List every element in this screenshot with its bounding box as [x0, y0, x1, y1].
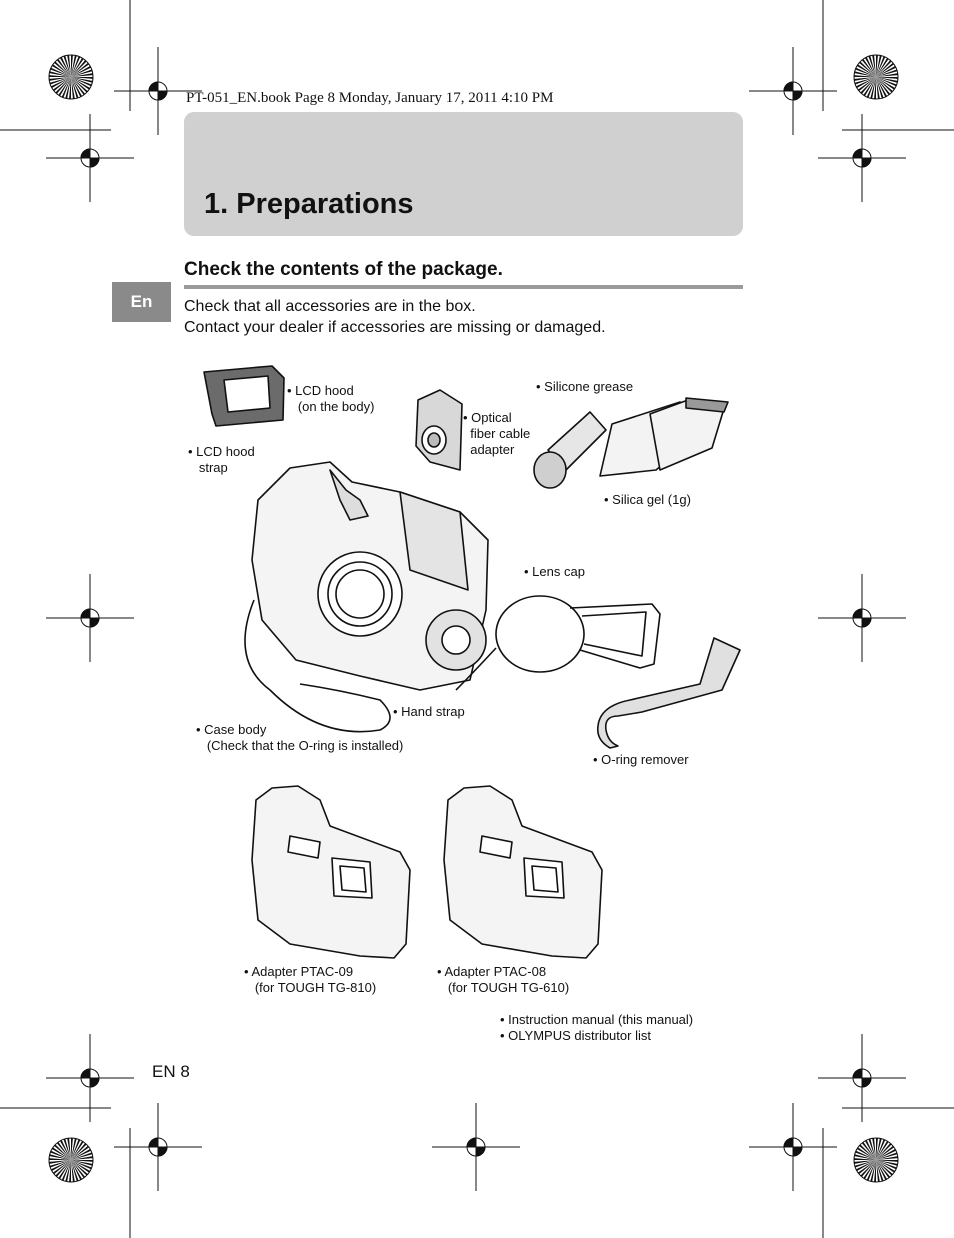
case-body-illustration [251, 461, 489, 691]
lens-cap-illustration [455, 595, 661, 691]
registration-cross-mark [818, 1034, 906, 1122]
file-header: PT-051_EN.book Page 8 Monday, January 17… [186, 90, 554, 106]
language-tab: En [112, 282, 171, 322]
label-optical-adapter: • Optical fiber cable adapter [463, 410, 531, 457]
registration-cross-mark [818, 574, 906, 662]
label-instruction-manual: • Instruction manual (this manual) [500, 1012, 694, 1027]
label-silicone-grease: • Silicone grease [536, 379, 634, 394]
registration-cross-mark [114, 47, 202, 135]
intro-text: Check that all accessories are in the bo… [184, 296, 606, 338]
page-number: EN 8 [152, 1062, 190, 1081]
label-lens-cap: • Lens cap [524, 564, 585, 579]
label-adapter-ptac09: • Adapter PTAC-09 (for TOUGH TG-810) [244, 964, 377, 995]
adapter-ptac09-illustration [251, 785, 411, 959]
registration-star-mark [853, 54, 899, 100]
section-title: Check the contents of the package. [184, 259, 503, 280]
label-lcd-hood-strap: • LCD hood strap [188, 444, 255, 475]
chapter-title-box [184, 112, 743, 236]
registration-cross-mark [432, 1103, 520, 1191]
label-adapter-ptac08: • Adapter PTAC-08 (for TOUGH TG-610) [437, 964, 570, 995]
section-rule [184, 285, 743, 289]
intro-line-2: Contact your dealer if accessories are m… [184, 319, 606, 336]
label-hand-strap: • Hand strap [393, 704, 465, 719]
silica-gel-illustration [599, 397, 729, 477]
oring-remover-illustration [596, 637, 741, 749]
label-silica-gel: • Silica gel (1g) [604, 492, 691, 507]
intro-line-1: Check that all accessories are in the bo… [184, 298, 476, 315]
registration-cross-mark [114, 1103, 202, 1191]
label-distributor-list: • OLYMPUS distributor list [500, 1028, 651, 1043]
optical-adapter-illustration [415, 389, 463, 471]
registration-cross-mark [46, 574, 134, 662]
registration-cross-mark [46, 1034, 134, 1122]
adapter-ptac08-illustration [443, 785, 603, 959]
silicone-grease-illustration [533, 411, 607, 489]
label-lcd-hood: • LCD hood (on the body) [287, 383, 375, 414]
label-case-body: • Case body (Check that the O-ring is in… [196, 722, 404, 753]
registration-cross-mark [749, 1103, 837, 1191]
registration-star-mark [48, 1137, 94, 1183]
chapter-title: 1. Preparations [204, 188, 414, 220]
registration-cross-mark [749, 47, 837, 135]
registration-star-mark [853, 1137, 899, 1183]
registration-cross-mark [818, 114, 906, 202]
hand-strap-illustration [244, 599, 391, 733]
registration-star-mark [48, 54, 94, 100]
label-oring-remover: • O-ring remover [593, 752, 689, 767]
lcd-hood-illustration [203, 365, 285, 427]
registration-cross-mark [46, 114, 134, 202]
